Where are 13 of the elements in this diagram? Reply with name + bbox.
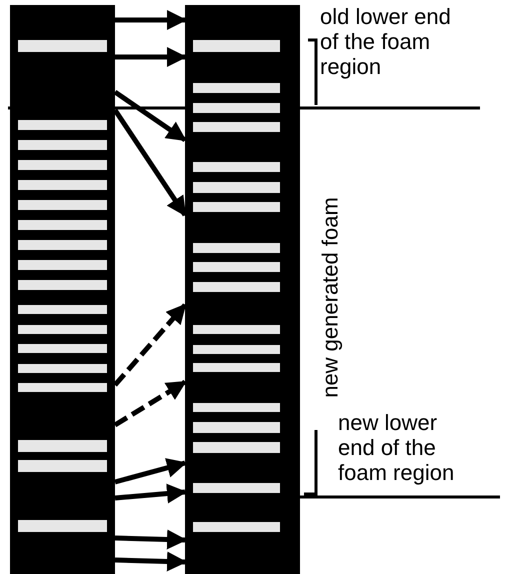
arrow <box>115 47 187 67</box>
arrow <box>114 530 187 550</box>
arrow <box>115 10 187 30</box>
arrow <box>112 108 188 217</box>
vertical-label: new generated foam <box>318 196 342 400</box>
annotation-text: old lower end of the foam region <box>320 4 452 79</box>
arrow <box>114 380 187 428</box>
arrow <box>114 484 187 504</box>
arrow <box>114 458 187 484</box>
annotation-text: new lower end of the foam region <box>338 410 456 485</box>
arrow <box>113 303 187 387</box>
arrow <box>114 552 187 572</box>
arrow <box>114 90 187 142</box>
